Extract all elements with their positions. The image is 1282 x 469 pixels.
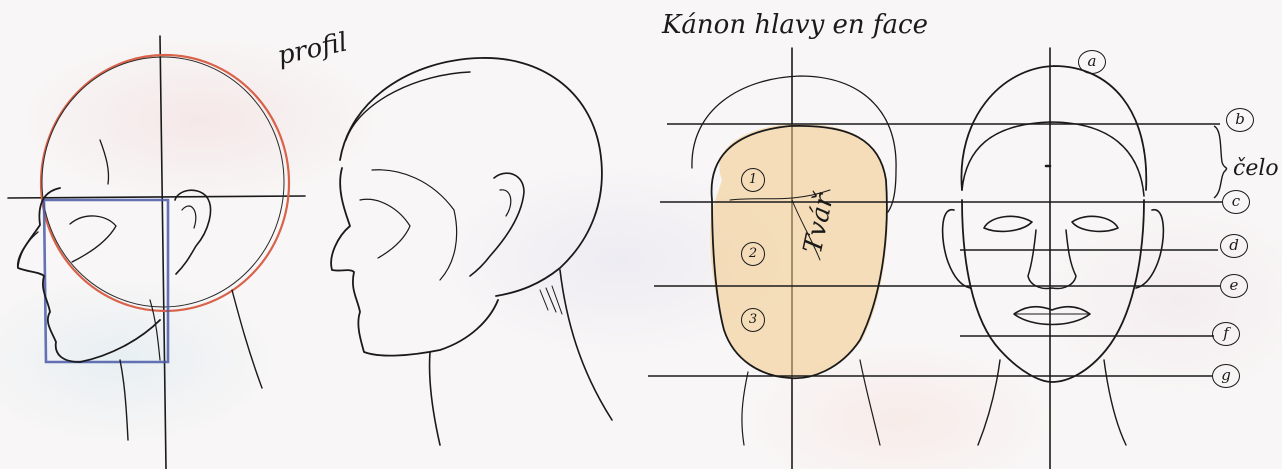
drawing-cranium-outline: [961, 66, 1146, 190]
guide-tag-f: f: [1212, 322, 1240, 346]
head-face-outline: [331, 168, 498, 356]
zone-2-marker: 2: [741, 242, 765, 266]
zone-1-marker: 1: [741, 168, 765, 192]
face-front-drawing: [943, 48, 1164, 469]
drawing-right-eye: [1072, 216, 1118, 231]
zone-3-marker: 3: [741, 308, 765, 332]
guide-tag-g: g: [1212, 364, 1240, 388]
profile-face-line: [18, 188, 160, 362]
guide-tag-d: d: [1220, 234, 1248, 258]
profile-construction-sketch: [8, 36, 305, 469]
guide-tag-c: c: [1222, 190, 1250, 214]
guide-tag-b: b: [1226, 108, 1254, 132]
jaw-box: [44, 200, 168, 362]
profile-vertical-axis: [160, 36, 166, 469]
forehead-label: čelo: [1233, 156, 1279, 181]
drawing-left-eye: [984, 216, 1032, 231]
drawing-mouth: [1014, 307, 1090, 325]
canon-title: Kánon hlavy en face: [662, 10, 928, 40]
profile-head-sketch: [331, 58, 612, 445]
drawing-nose: [1028, 230, 1076, 289]
face-shading: [710, 124, 888, 378]
profile-horizontal-axis: [8, 196, 305, 198]
forehead-brace: [1214, 126, 1227, 198]
head-cranium-outline: [340, 58, 602, 296]
drawing-left-ear: [943, 210, 970, 288]
guide-tag-a: a: [1078, 50, 1106, 74]
face-front-canon: [692, 48, 896, 469]
profile-ear: [175, 190, 211, 274]
drawing-right-ear: [1136, 210, 1163, 288]
head-ear: [470, 173, 524, 276]
guide-tag-e: e: [1220, 274, 1248, 298]
drawing-jaw-outline: [962, 200, 1144, 382]
